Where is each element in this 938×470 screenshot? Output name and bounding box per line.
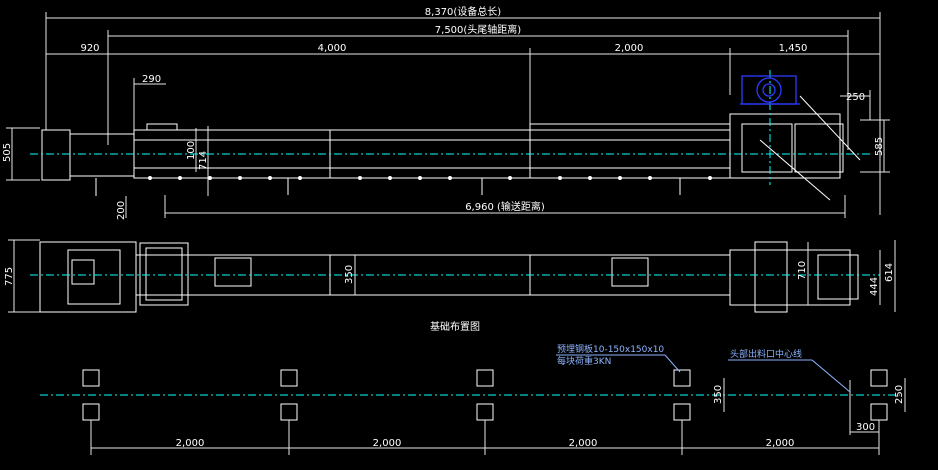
conveyor-casing-elevation — [41, 113, 844, 196]
dim-seg-4000: 4,000 — [318, 43, 347, 54]
axis-lines-elevation — [30, 70, 870, 185]
dim-444: 444 — [869, 277, 880, 296]
dim-total-length: 8,370(设备总长) — [425, 5, 502, 18]
dim-505: 505 — [2, 143, 13, 162]
foundation-dim-250: 250 — [894, 385, 905, 404]
foundation-spacing-1: 2,000 — [176, 438, 205, 449]
drive-motor-head — [740, 75, 800, 105]
dim-250: 250 — [846, 92, 865, 103]
plan-dims — [8, 239, 896, 313]
foundation-outlet-note: 头部出料口中心线 — [730, 348, 802, 360]
foundation-dims — [90, 378, 906, 455]
foundation-leaders — [556, 354, 851, 393]
foundation-dim-300: 300 — [856, 422, 875, 433]
dim-614: 614 — [884, 263, 895, 282]
chain-dots — [148, 176, 712, 180]
foundation-spacing-4: 2,000 — [766, 438, 795, 449]
dim-head-offset: 1,450 — [779, 43, 808, 54]
dim-710: 710 — [797, 261, 808, 280]
foundation-spacing-2: 2,000 — [373, 438, 402, 449]
foundation-dim-350: 350 — [713, 385, 724, 404]
dim-conveying-distance: 6,960 (输送距离) — [465, 200, 545, 213]
head-frame-leader — [759, 95, 861, 201]
elevation-view — [6, 12, 890, 218]
foundation-plates — [82, 369, 888, 421]
dim-775: 775 — [4, 267, 15, 286]
dim-100: 100 — [186, 141, 197, 160]
foundation-spacing-3: 2,000 — [569, 438, 598, 449]
dim-290: 290 — [142, 74, 161, 85]
dim-585: 585 — [874, 137, 885, 156]
foundation-load-note: 每块荷重3KN — [557, 355, 611, 367]
plan-view — [39, 241, 859, 313]
dim-tail-offset: 920 — [80, 43, 99, 54]
dim-350-plan: 350 — [344, 265, 355, 284]
foundation-plate-note: 预埋钢板10-150x150x10 — [557, 343, 664, 355]
dim-seg-2000: 2,000 — [615, 43, 644, 54]
foundation-title: 基础布置图 — [430, 320, 480, 333]
dim-shaft-distance: 7,500(头尾轴距离) — [435, 23, 522, 36]
dim-714: 714 — [198, 151, 209, 170]
dim-200: 200 — [116, 201, 127, 220]
